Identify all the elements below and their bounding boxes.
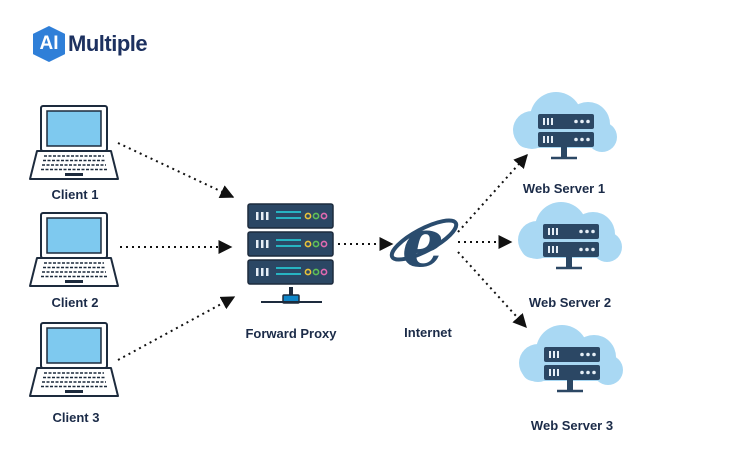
arrow-client3-proxy [117,296,236,361]
forward-proxy-label: Forward Proxy [245,326,337,341]
internet-explorer-icon: e [389,204,459,282]
client-3-label: Client 3 [52,410,100,425]
logo-badge: AI [33,26,65,62]
proxy-server-icon [247,203,334,304]
cloud-server-icon-3 [519,325,623,393]
client-2-label: Client 2 [51,295,99,310]
logo-wordmark: Multiple [68,31,148,56]
arrow-client1-proxy [117,142,235,198]
web-server-1-label: Web Server 1 [522,181,606,196]
web-server-3-label: Web Server 3 [530,418,614,433]
arrow-internet-server1 [457,153,528,233]
client-1-label: Client 1 [51,187,99,202]
cloud-server-icon-1 [513,92,617,160]
laptop-icon-2 [29,212,119,287]
laptop-icon-3 [29,322,119,397]
laptop-icon-1 [29,105,119,180]
arrow-internet-server3 [457,251,527,329]
web-server-2-label: Web Server 2 [528,295,612,310]
cloud-server-icon-2 [518,202,622,270]
internet-label: Internet [404,325,452,340]
aimultiple-logo: AI Multiple [33,26,148,62]
